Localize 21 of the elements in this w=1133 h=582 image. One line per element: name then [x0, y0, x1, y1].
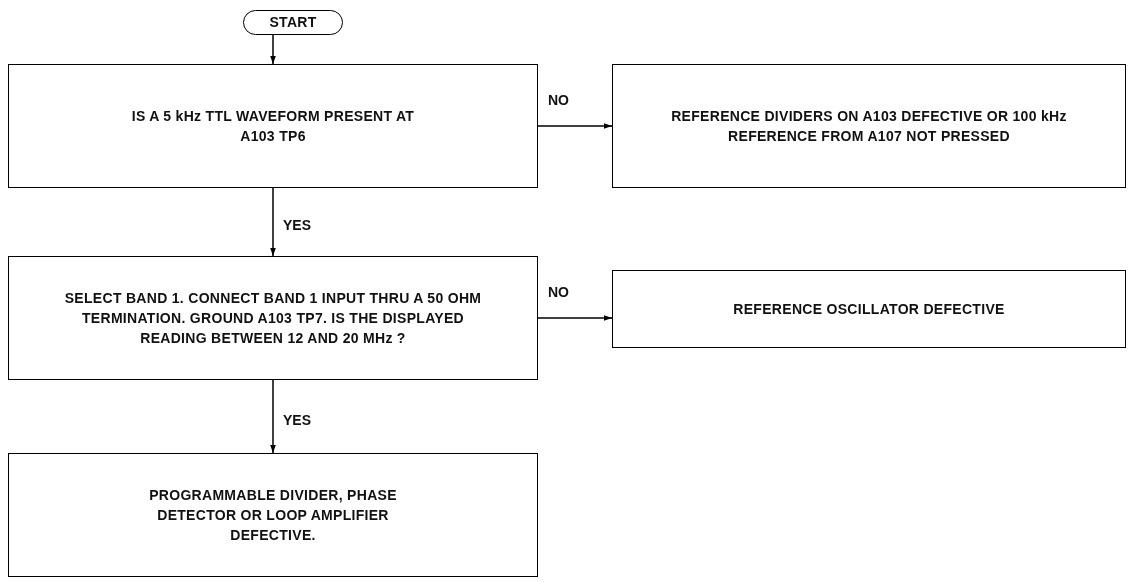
process-box	[612, 64, 1126, 188]
edge-label: YES	[283, 217, 311, 234]
edge-label: YES	[283, 412, 311, 429]
node-text: REFERENCE DIVIDERS ON A103 DEFECTIVE OR 100 kHz REFERENCE FROM A107 NOT PRESSED	[670, 106, 1068, 146]
edge-label: NO	[548, 284, 569, 300]
arrow	[270, 187, 276, 257]
start-terminal	[243, 10, 343, 35]
process-box	[8, 453, 538, 577]
node-text: REFERENCE OSCILLATOR DEFECTIVE	[733, 299, 1005, 319]
arrow	[270, 34, 276, 65]
arrow	[537, 123, 613, 129]
process-box	[612, 270, 1126, 348]
decision-box	[8, 64, 538, 188]
arrow	[537, 315, 613, 321]
edge-label: NO	[548, 92, 569, 108]
node-text: SELECT BAND 1. CONNECT BAND 1 INPUT THRU A 50 OHM TERMINATION. GROUND A103 TP7. IS THE DISPLAYED READING BETWEEN 12 AND 20 MHz ?	[63, 288, 483, 349]
decision-box	[8, 256, 538, 380]
node-text: START	[269, 13, 317, 33]
arrow	[270, 379, 276, 454]
node-text: IS A 5 kHz TTL WAVEFORM PRESENT AT A103 TP6	[130, 106, 416, 146]
node-text: PROGRAMMABLE DIVIDER, PHASE DETECTOR OR LOOP AMPLIFIER DEFECTIVE.	[148, 485, 398, 546]
